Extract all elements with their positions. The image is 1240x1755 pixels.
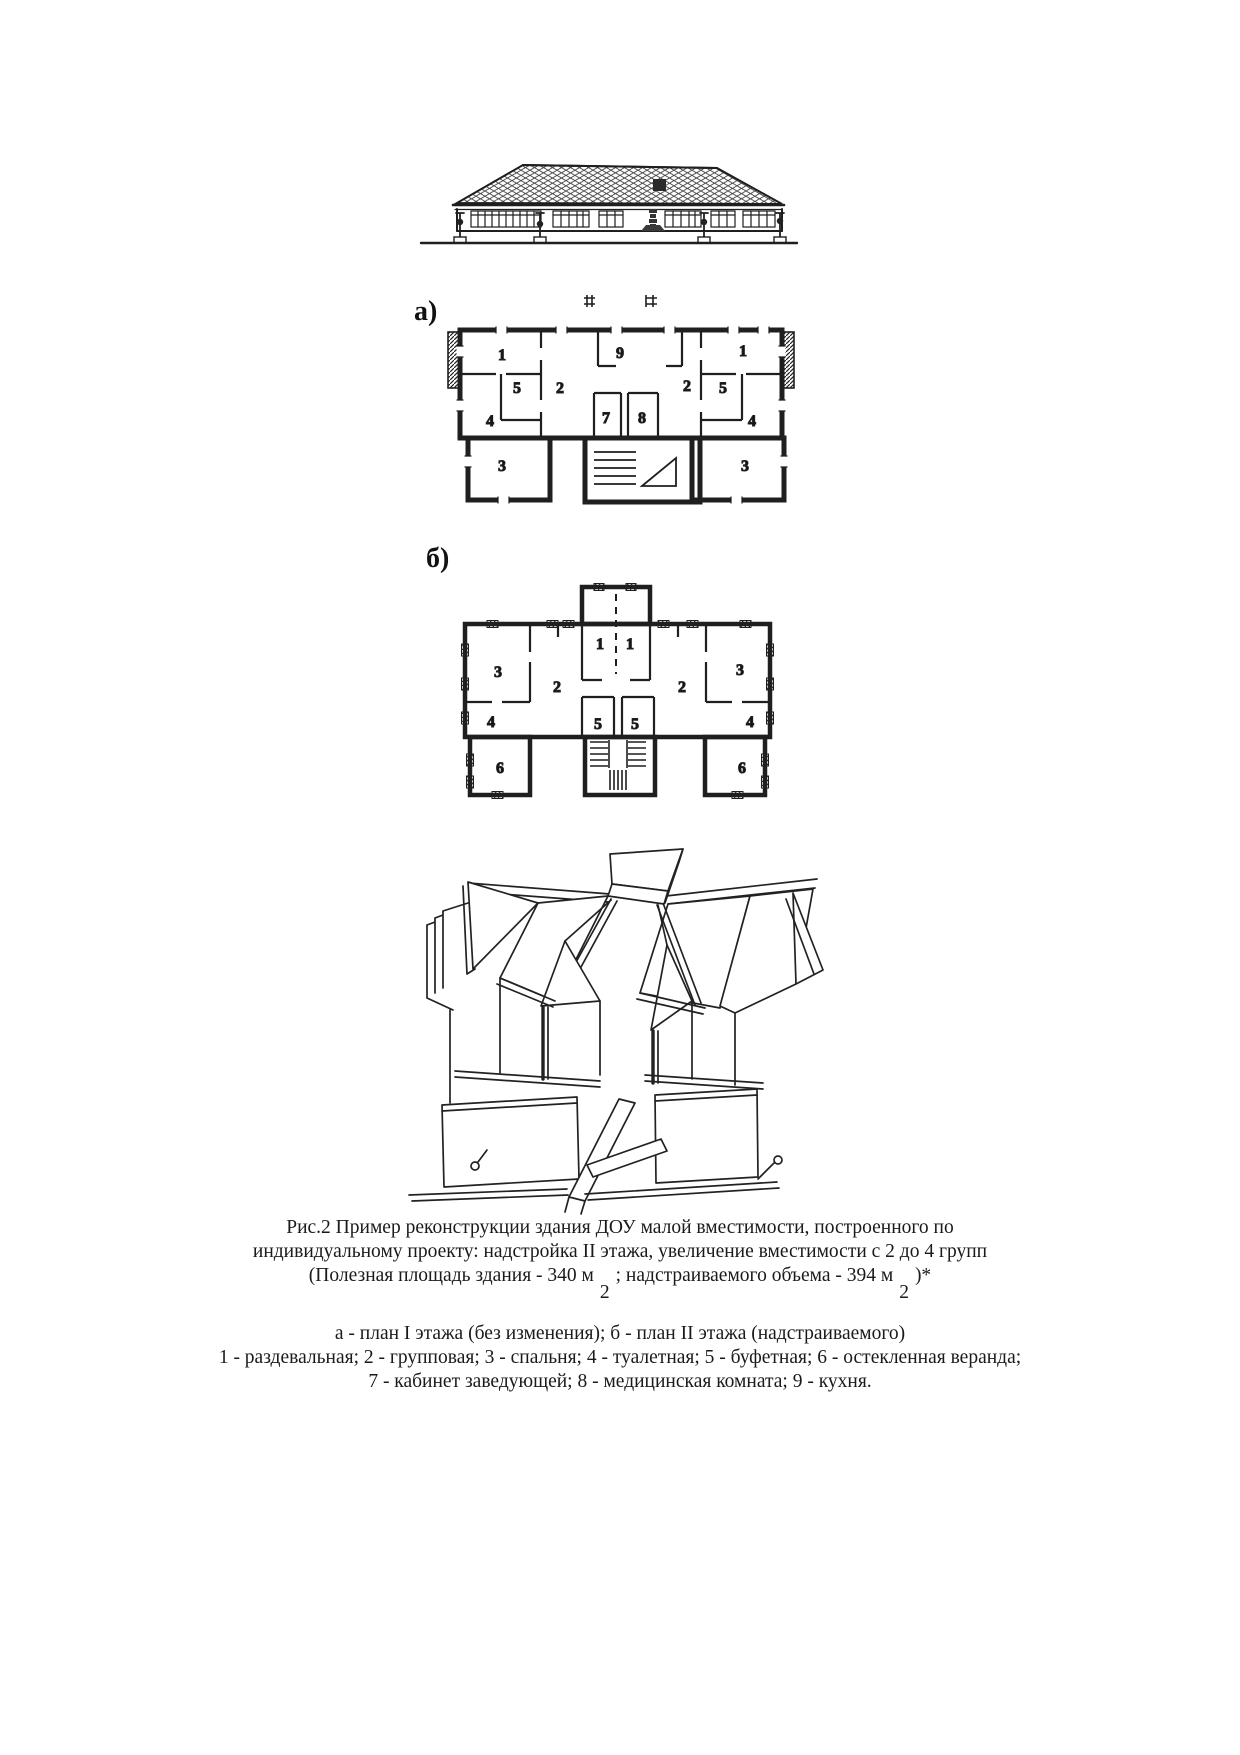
axon-terraces	[441, 1088, 759, 1188]
elevation-windows	[470, 210, 776, 228]
axon-ground	[408, 1181, 780, 1202]
room-label: 1	[596, 636, 604, 653]
caption-line-3-pre: (Полезная площадь здания - 340 м	[308, 1265, 594, 1286]
room-label: 4	[748, 413, 756, 430]
axon-left-wing	[426, 902, 469, 1104]
axon-wall-edges	[499, 978, 736, 1086]
plan-b-figure: 1 1 3 2 2 3 4 5 5 4 6 6	[461, 582, 774, 799]
room-label: 5	[631, 716, 639, 733]
plan-a-windows	[456, 326, 788, 504]
room-label: 5	[594, 716, 602, 733]
room-label: 2	[553, 679, 561, 696]
legend-line-3: 7 - кабинет заведующей; 8 - медицинская …	[368, 1371, 872, 1392]
axon-eaves	[496, 977, 706, 1015]
plan-b-windows	[461, 583, 774, 799]
plan-a-partitions	[460, 330, 782, 438]
figure-caption: Рис.2 Пример реконструкции здания ДОУ ма…	[0, 1216, 1240, 1303]
caption-line-3-mid: ; надстраиваемого объема - 394 м	[615, 1265, 894, 1286]
axonometric-figure	[405, 843, 825, 1215]
room-label: 4	[746, 714, 754, 731]
room-label: 6	[738, 760, 746, 777]
figure-legend: а - план I этажа (без изменения); б - пл…	[0, 1322, 1240, 1394]
caption-line-2: индивидуальному проекту: надстройка II э…	[252, 1241, 988, 1262]
axon-valleys	[554, 898, 702, 1006]
axon-right-gable	[785, 892, 824, 985]
room-label: 1	[626, 636, 634, 653]
roof-vent	[653, 179, 666, 191]
elevation-entry-column	[641, 209, 665, 231]
axon-left-gable	[462, 881, 539, 975]
room-label: 1	[498, 347, 506, 364]
plan-a-label: а)	[414, 296, 438, 327]
plan-b-drawing: 1 1 3 2 2 3 4 5 5 4 6 6	[461, 583, 774, 799]
axon-roof-wedge	[607, 848, 684, 905]
room-label: 8	[638, 410, 646, 427]
axonometric-drawing	[408, 848, 824, 1215]
room-label: 2	[678, 679, 686, 696]
caption-line-3: (Полезная площадь здания - 340 м2; надст…	[0, 1264, 1240, 1303]
elevation-drawing	[419, 163, 799, 245]
room-label: 7	[602, 410, 610, 427]
plan-a-stairs	[594, 451, 677, 487]
caption-superscript-2: 2	[599, 1282, 610, 1303]
plan-b-outer-walls	[462, 584, 773, 798]
caption-superscript-2b: 2	[899, 1282, 909, 1303]
room-label: 3	[494, 664, 502, 681]
plan-a-drawing: 1 9 1 5 2 2 5 4 7 8 4 3 3	[447, 295, 795, 505]
plan-a-figure: 1 9 1 5 2 2 5 4 7 8 4 3 3	[446, 288, 796, 505]
room-label: 5	[719, 380, 727, 397]
room-label: 2	[683, 378, 691, 395]
plan-b-stairs	[590, 740, 646, 790]
elevation-roof	[453, 163, 783, 205]
room-label: 4	[486, 413, 494, 430]
axon-ramp	[564, 1098, 668, 1215]
room-label: 3	[741, 458, 749, 475]
room-label: 1	[739, 343, 747, 360]
legend-line-2: 1 - раздевальная; 2 - групповая; 3 - спа…	[218, 1347, 1022, 1368]
caption-line-1: Рис.2 Пример реконструкции здания ДОУ ма…	[286, 1217, 954, 1238]
caption-line-3-post: )*	[914, 1265, 932, 1286]
axon-center-gables	[540, 899, 693, 1031]
room-label: 3	[736, 662, 744, 679]
plan-b-partitions	[465, 624, 770, 737]
room-label: 6	[496, 760, 504, 777]
axon-pole-markers	[470, 1149, 783, 1180]
room-label: 5	[513, 380, 521, 397]
plan-b-label: б)	[426, 543, 450, 574]
room-label: 4	[487, 714, 495, 731]
axon-parapet	[454, 1070, 764, 1090]
room-label: 2	[556, 380, 564, 397]
room-label: 9	[616, 345, 624, 362]
plan-b-room-numbers: 1 1 3 2 2 3 4 5 5 4 6 6	[487, 636, 755, 778]
room-label: 3	[498, 458, 506, 475]
section-marks	[584, 295, 657, 307]
legend-line-1: а - план I этажа (без изменения); б - пл…	[334, 1323, 906, 1344]
elevation-porch-posts	[453, 212, 787, 244]
plan-a-room-numbers: 1 9 1 5 2 2 5 4 7 8 4 3 3	[486, 343, 757, 476]
elevation-figure	[413, 152, 805, 248]
